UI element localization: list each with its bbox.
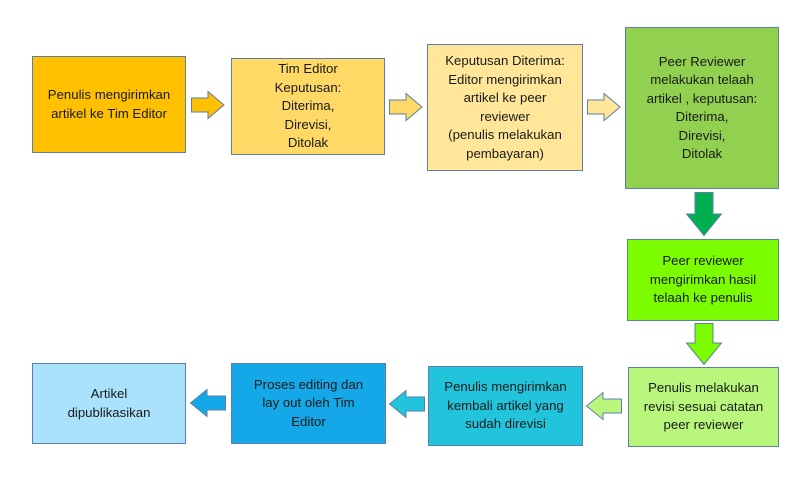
step-label: Artikel dipublikasikan [67,386,151,420]
step-label: Proses editing dan lay out oleh Tim Edit… [253,376,364,429]
arrow-left-icon [189,388,226,418]
step-published: Artikel dipublikasikan [32,363,186,444]
step-peer-review: Peer Reviewer melakukan telaah artikel ,… [625,27,779,189]
arrow-right-icon [191,90,225,120]
step-author-revision: Penulis melakukan revisi sesuai catatan … [628,367,779,447]
step-label: Peer reviewer mengirimkan hasil telaah k… [649,253,757,306]
arrow-right-icon [587,92,621,122]
arrow-right-icon [389,92,423,122]
step-send-review-results: Peer reviewer mengirimkan hasil telaah k… [627,239,779,321]
step-editing-layout: Proses editing dan lay out oleh Tim Edit… [231,363,386,444]
step-label: Penulis mengirimkan artikel ke Tim Edito… [47,87,171,121]
step-label: Keputusan Diterima: Editor mengirimkan a… [445,53,565,161]
step-label: Penulis mengirimkan kembali artikel yang… [444,379,567,432]
arrow-left-icon [388,389,425,419]
step-label: Peer Reviewer melakukan telaah artikel ,… [646,53,758,162]
step-label: Tim Editor Keputusan: Diterima, Direvisi… [274,61,342,151]
step-resubmit-article: Penulis mengirimkan kembali artikel yang… [428,366,583,446]
arrow-down-icon [685,323,723,366]
step-editor-decision: Tim Editor Keputusan: Diterima, Direvisi… [231,58,385,155]
step-send-to-reviewer: Keputusan Diterima: Editor mengirimkan a… [427,44,583,171]
arrow-down-icon [685,192,723,237]
arrow-left-icon [585,391,622,421]
step-label: Penulis melakukan revisi sesuai catatan … [643,380,764,433]
step-submit-article: Penulis mengirimkan artikel ke Tim Edito… [32,56,186,153]
